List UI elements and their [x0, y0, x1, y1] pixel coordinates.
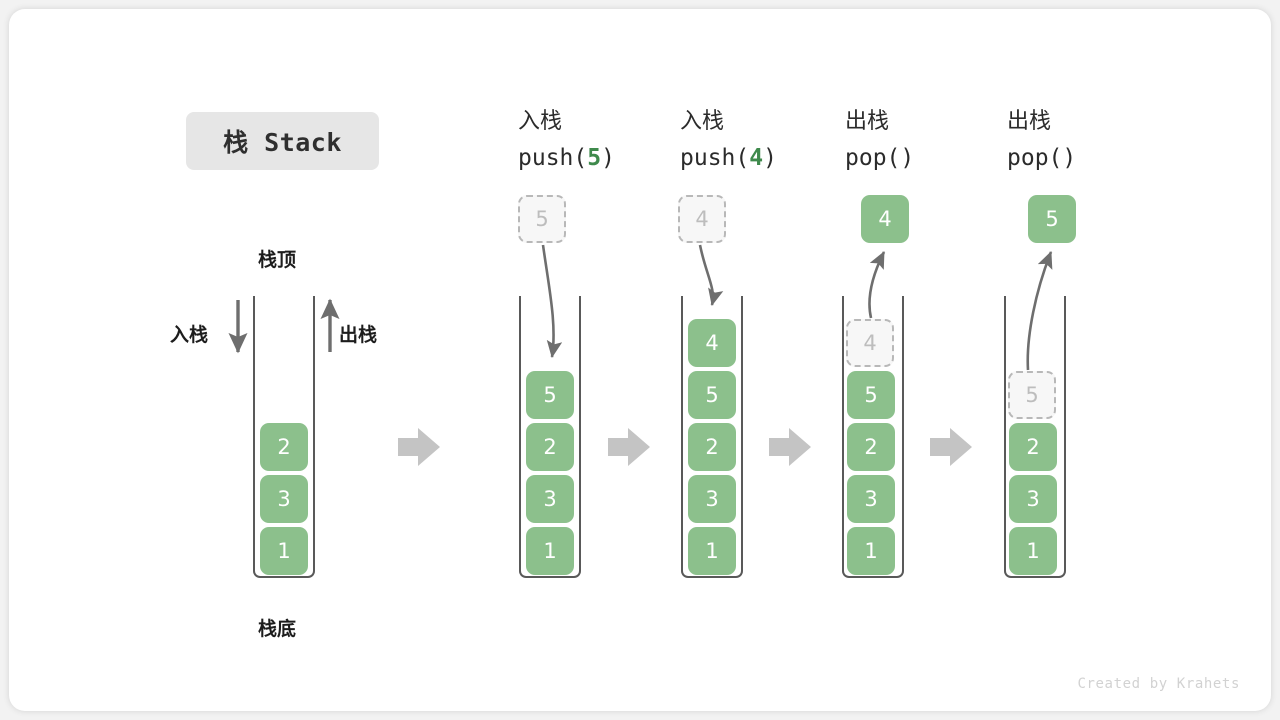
stack-node: 1 [1009, 527, 1057, 575]
floating-node-push-5: 5 [518, 195, 566, 243]
step-arrow-icon [769, 428, 811, 466]
ghost-node-pop-5: 5 [1008, 371, 1056, 419]
stack-top-label: 栈顶 [258, 249, 297, 271]
code-pre: push( [518, 145, 588, 171]
pop-legend-label: 出栈 [339, 324, 378, 346]
column-header-cn-pop-5: 出栈 [1007, 109, 1052, 134]
code-pre: push( [680, 145, 750, 171]
stack-node: 2 [847, 423, 895, 471]
column-header-pop-4: 出栈 pop() [845, 104, 914, 176]
floating-node-pop-5: 5 [1028, 195, 1076, 243]
stack-node: 1 [688, 527, 736, 575]
stack-node: 1 [847, 527, 895, 575]
stack-node: 2 [526, 423, 574, 471]
column-header-cn-push-4: 入栈 [680, 109, 725, 134]
footer-credit: Created by Krahets [1077, 676, 1240, 692]
code-pre: pop( [845, 145, 901, 171]
column-header-code-push-4: push(4) [680, 140, 777, 176]
floating-node-pop-4: 4 [861, 195, 909, 243]
stack-node: 3 [1009, 475, 1057, 523]
stack-node: 3 [526, 475, 574, 523]
code-pre: pop( [1007, 145, 1063, 171]
code-post: ) [601, 145, 615, 171]
stack-node: 2 [260, 423, 308, 471]
stack-node: 1 [526, 527, 574, 575]
column-header-push-4: 入栈 push(4) [680, 104, 777, 176]
column-header-code-push-5: push(5) [518, 140, 615, 176]
stack-frame-push-5 [519, 296, 581, 578]
code-post: ) [1062, 145, 1077, 171]
title-pill: 栈 Stack [186, 112, 379, 170]
stack-bottom-label: 栈底 [258, 618, 297, 640]
stack-node: 5 [688, 371, 736, 419]
stack-node: 4 [688, 319, 736, 367]
step-arrow-icon [398, 428, 440, 466]
stack-node: 2 [1009, 423, 1057, 471]
page-title: 栈 Stack [223, 128, 342, 157]
stack-node: 5 [847, 371, 895, 419]
step-arrow-icon [608, 428, 650, 466]
column-header-cn-push-5: 入栈 [518, 109, 563, 134]
stack-node: 5 [526, 371, 574, 419]
stack-node: 3 [847, 475, 895, 523]
stack-frame-initial [253, 296, 315, 578]
column-header-code-pop-5: pop() [1007, 140, 1076, 176]
ghost-node-pop-4: 4 [846, 319, 894, 367]
push-legend-label: 入栈 [170, 324, 209, 346]
stack-frame-pop-4 [842, 296, 904, 578]
column-header-code-pop-4: pop() [845, 140, 914, 176]
code-post: ) [900, 145, 915, 171]
code-arg: 5 [587, 145, 602, 171]
code-arg: 4 [749, 145, 764, 171]
step-arrow-icon [930, 428, 972, 466]
stack-frame-pop-5 [1004, 296, 1066, 578]
column-header-cn-pop-4: 出栈 [845, 109, 890, 134]
stack-frame-push-4 [681, 296, 743, 578]
column-header-pop-5: 出栈 pop() [1007, 104, 1076, 176]
stack-node: 3 [688, 475, 736, 523]
stack-node: 2 [688, 423, 736, 471]
floating-node-push-4: 4 [678, 195, 726, 243]
code-post: ) [763, 145, 777, 171]
stack-node: 1 [260, 527, 308, 575]
stack-node: 3 [260, 475, 308, 523]
column-header-push-5: 入栈 push(5) [518, 104, 615, 176]
